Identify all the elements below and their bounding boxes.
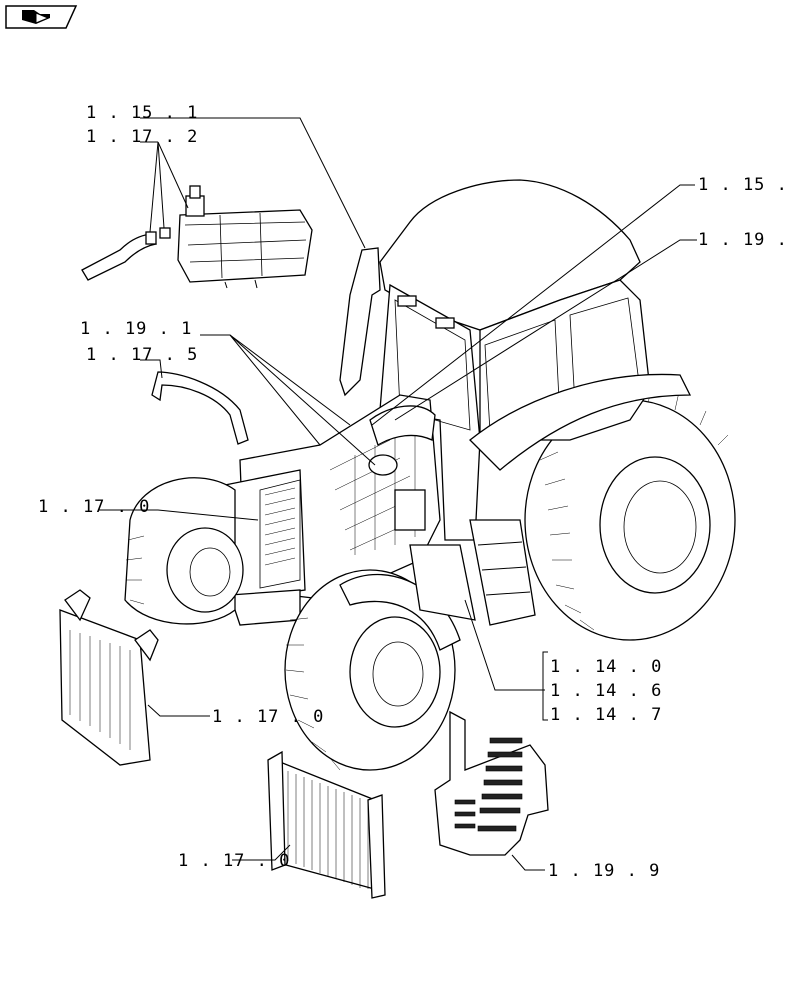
callout-1-19-9[interactable]: 1 . 19 . 9 bbox=[548, 861, 660, 881]
tool-box bbox=[409, 544, 476, 621]
expansion-tank bbox=[177, 185, 313, 289]
callout-1-17-5[interactable]: 1 . 17 . 5 bbox=[86, 345, 198, 365]
condenser bbox=[267, 750, 386, 899]
callout-1-14-6[interactable]: 1 . 14 . 6 bbox=[550, 681, 662, 701]
front-grille bbox=[224, 469, 306, 626]
callout-1-19[interactable]: 1 . 19 . bbox=[698, 230, 788, 250]
coolant-hose bbox=[81, 227, 171, 281]
callout-1-19-1[interactable]: 1 . 19 . 1 bbox=[80, 319, 192, 339]
callout-1-17-2[interactable]: 1 . 17 . 2 bbox=[86, 127, 198, 147]
exhaust-stack bbox=[339, 247, 381, 397]
callout-1-17-0-engine[interactable]: 1 . 17 . 0 bbox=[38, 497, 150, 517]
left-front-wheel bbox=[124, 477, 244, 625]
callout-1-17-0-radiator[interactable]: 1 . 17 . 0 bbox=[212, 707, 324, 727]
tractor-illustration bbox=[124, 179, 736, 771]
radiator-assembly bbox=[59, 589, 159, 766]
callout-1-15[interactable]: 1 . 15 . bbox=[698, 175, 788, 195]
guard-panel bbox=[434, 710, 549, 856]
nav-next-button[interactable] bbox=[5, 5, 78, 29]
air-duct bbox=[151, 371, 249, 445]
callout-1-15-1[interactable]: 1 . 15 . 1 bbox=[86, 103, 198, 123]
rear-wheel bbox=[524, 381, 736, 641]
callout-1-14-0[interactable]: 1 . 14 . 0 bbox=[550, 657, 662, 677]
right-front-wheel bbox=[284, 569, 461, 771]
callout-1-14-7[interactable]: 1 . 14 . 7 bbox=[550, 705, 662, 725]
callout-1-17-0-condenser[interactable]: 1 . 17 . 0 bbox=[178, 851, 290, 871]
leader-lines bbox=[98, 117, 697, 871]
arrow-right-icon bbox=[22, 10, 50, 24]
callout-labels: 1 . 15 . 1 1 . 17 . 2 1 . 15 . 1 . 19 . … bbox=[38, 103, 788, 881]
